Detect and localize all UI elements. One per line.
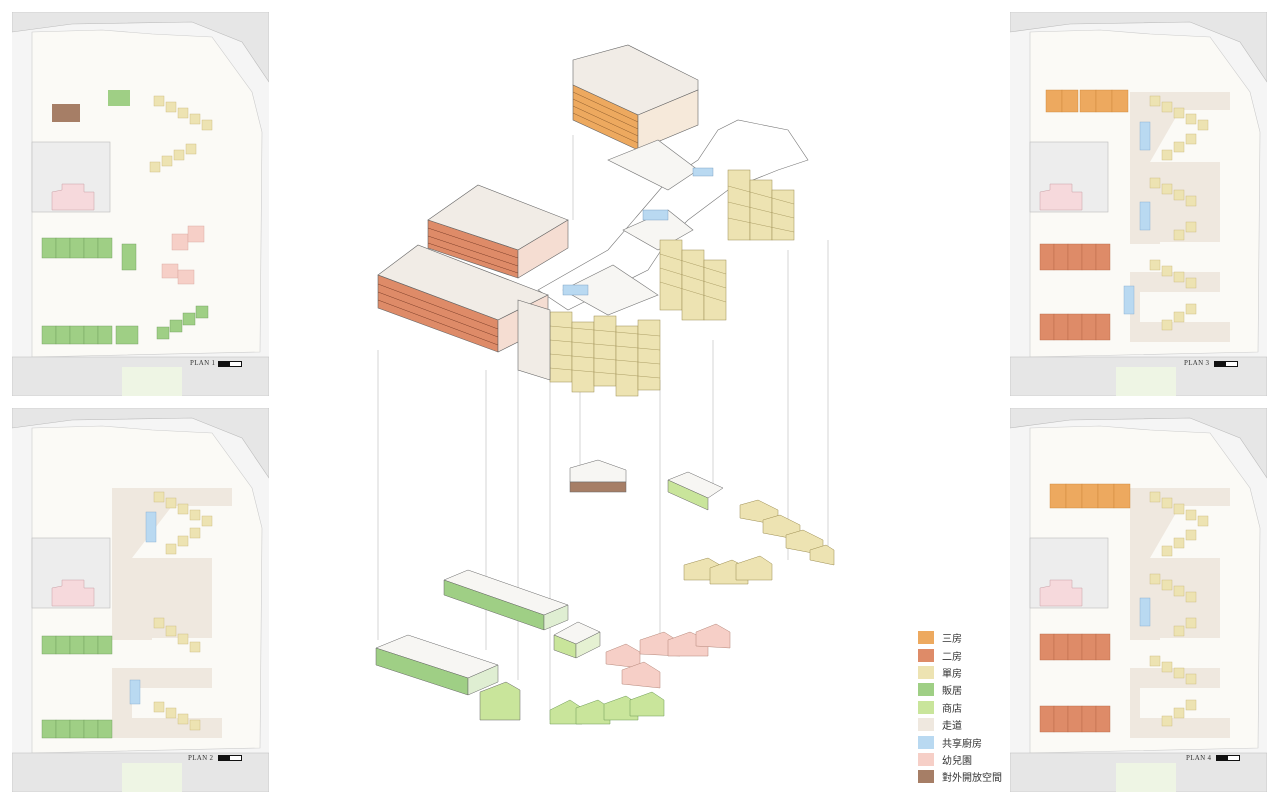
scale-bar — [1214, 361, 1238, 367]
legend-swatch — [918, 752, 934, 766]
legend-swatch — [918, 718, 934, 732]
legend-swatch — [918, 631, 934, 645]
plan-2-panel: PLAN 2 — [12, 408, 269, 792]
plan-label: PLAN 4 — [1186, 754, 1212, 762]
legend-item: 販居 — [918, 681, 1002, 698]
legend-swatch — [918, 683, 934, 697]
shop-home-block-lower — [375, 634, 521, 721]
plan-4-panel: PLAN 4 — [1010, 408, 1267, 792]
legend-item: 幼兒園 — [918, 751, 1002, 768]
legend-label: 單房 — [942, 668, 962, 680]
legend-swatch — [918, 770, 934, 784]
legend-item: 走道 — [918, 716, 1002, 733]
scale-bar — [218, 361, 242, 367]
shared-kitchen — [562, 284, 589, 296]
kindergarten-blocks — [605, 623, 731, 689]
legend-swatch — [918, 665, 934, 679]
legend-label: 幼兒園 — [942, 755, 972, 767]
three-room-tower — [572, 44, 699, 151]
plan-label: PLAN 3 — [1184, 359, 1210, 367]
shop-kiosk — [553, 621, 601, 659]
legend-item: 二房 — [918, 646, 1002, 663]
legend-label: 三房 — [942, 634, 962, 646]
legend-swatch — [918, 735, 934, 749]
shared-kitchen — [642, 209, 669, 221]
legend-item: 單房 — [918, 664, 1002, 681]
plan-4-drawing — [1010, 408, 1267, 792]
legend-label: 販居 — [942, 686, 962, 698]
plan-1-drawing — [12, 12, 269, 396]
legend-label: 二房 — [942, 651, 962, 663]
legend-item: 商店 — [918, 699, 1002, 716]
legend-label: 共享廚房 — [942, 738, 982, 750]
legend-swatch — [918, 648, 934, 662]
plan-2-drawing — [12, 408, 269, 792]
legend: 三房 二房 單房 販居 商店 走道 共享廚房 幼兒園 對外開放空間 — [918, 629, 1002, 786]
plan-label: PLAN 1 — [190, 359, 216, 367]
legend-label: 商店 — [942, 703, 962, 715]
two-room-block-upper — [427, 184, 569, 279]
legend-item: 共享廚房 — [918, 733, 1002, 750]
scale-bar — [218, 755, 242, 761]
plan-3-panel: PLAN 3 — [1010, 12, 1267, 396]
plan-label: PLAN 2 — [188, 754, 214, 762]
legend-label: 對外開放空間 — [942, 773, 1002, 785]
legend-item: 對外開放空間 — [918, 768, 1002, 785]
plan-1-panel: PLAN 1 — [12, 12, 269, 396]
legend-swatch — [918, 700, 934, 714]
plan-3-drawing — [1010, 12, 1267, 396]
legend-item: 三房 — [918, 629, 1002, 646]
shop-row-ground — [549, 691, 665, 725]
legend-label: 走道 — [942, 721, 962, 733]
single-room-ground — [683, 499, 835, 585]
shared-kitchen — [692, 167, 714, 177]
shop-pavilion — [667, 471, 724, 511]
scale-bar — [1216, 755, 1240, 761]
open-space-pavilion — [569, 459, 627, 493]
exploded-axonometric — [375, 44, 835, 725]
shop-home-block-upper — [443, 569, 569, 631]
